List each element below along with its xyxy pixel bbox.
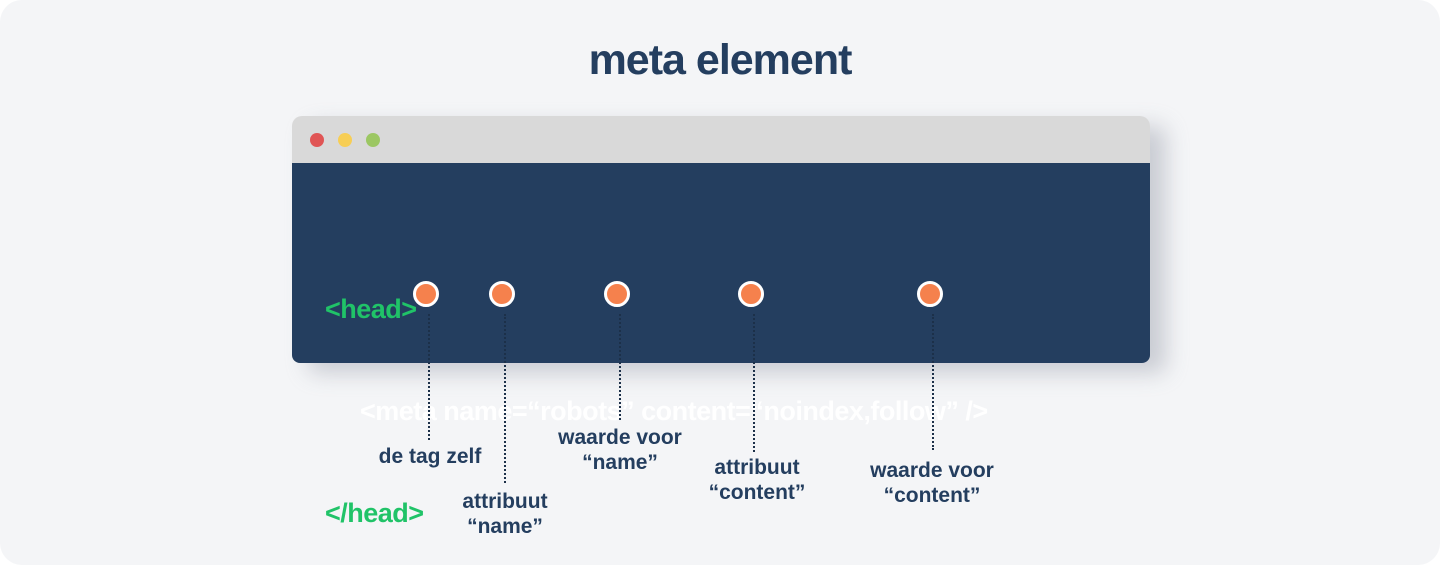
annotation-label-line: attribuut	[462, 490, 548, 513]
annotation-label-tag: de tag zelf	[379, 444, 482, 469]
annotation-label-line: de tag zelf	[378, 445, 482, 468]
window-minimize-icon	[338, 132, 352, 147]
annotation-label-name-attr: attribuut “name”	[462, 489, 547, 539]
code-line-meta: <meta name=“robots” content=“noindex,fol…	[360, 396, 988, 426]
code-line-head-open: <head>	[325, 294, 417, 324]
leader-line	[932, 314, 934, 450]
annotation-label-line: “name”	[467, 515, 543, 538]
annotation-label-line: “name”	[582, 451, 658, 474]
page-title: meta element	[588, 36, 853, 84]
annotation-label-line: attribuut	[714, 456, 800, 479]
annotation-label-content-value: waarde voor “content”	[870, 458, 994, 508]
leader-line	[753, 314, 755, 452]
annotation-marker-name-attr	[489, 281, 515, 307]
leader-line	[504, 314, 506, 483]
window-close-icon	[310, 132, 324, 147]
annotation-marker-name-value	[604, 281, 630, 307]
browser-window: <head> <meta name=“robots” content=“noin…	[292, 116, 1150, 528]
window-titlebar	[292, 116, 1150, 163]
annotation-label-name-value: waarde voor “name”	[558, 425, 682, 475]
annotation-marker-content-value	[917, 281, 943, 307]
window-zoom-icon	[366, 132, 380, 147]
code-area	[292, 163, 1150, 363]
annotation-label-line: “content”	[883, 484, 981, 507]
annotation-marker-tag	[413, 281, 439, 307]
leader-line	[428, 314, 430, 440]
annotation-marker-content-attr	[738, 281, 764, 307]
annotation-label-line: “content”	[708, 481, 806, 504]
annotation-label-line: waarde voor	[558, 426, 682, 449]
annotation-label-content-attr: attribuut “content”	[709, 455, 806, 505]
annotation-label-line: waarde voor	[870, 459, 994, 482]
code-line-head-close: </head>	[325, 498, 424, 528]
code-block: <head> <meta name=“robots” content=“noin…	[325, 224, 988, 565]
leader-line	[619, 314, 621, 420]
